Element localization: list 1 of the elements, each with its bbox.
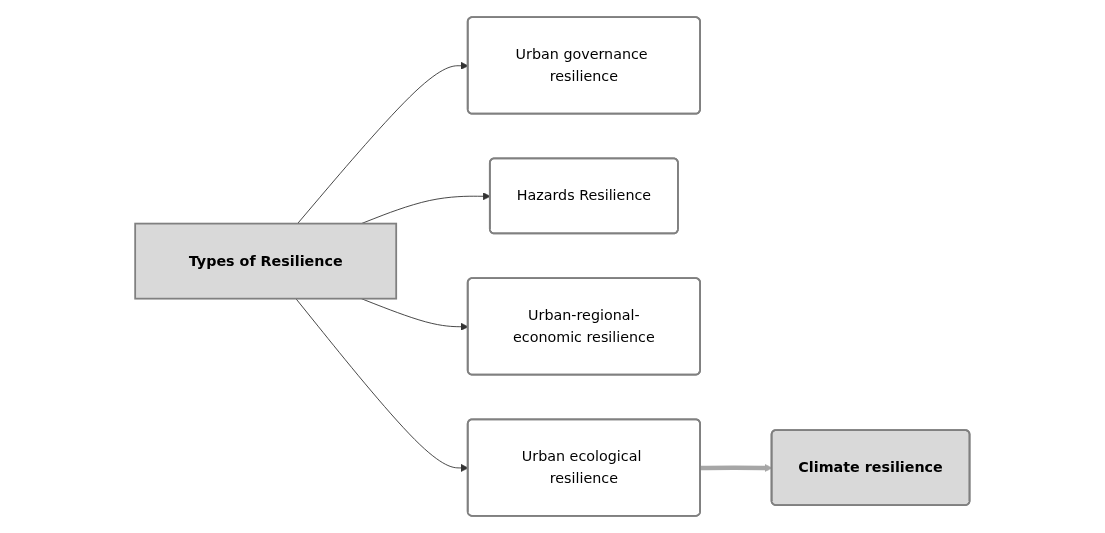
node-box: Types of Resilience: [134, 222, 398, 300]
